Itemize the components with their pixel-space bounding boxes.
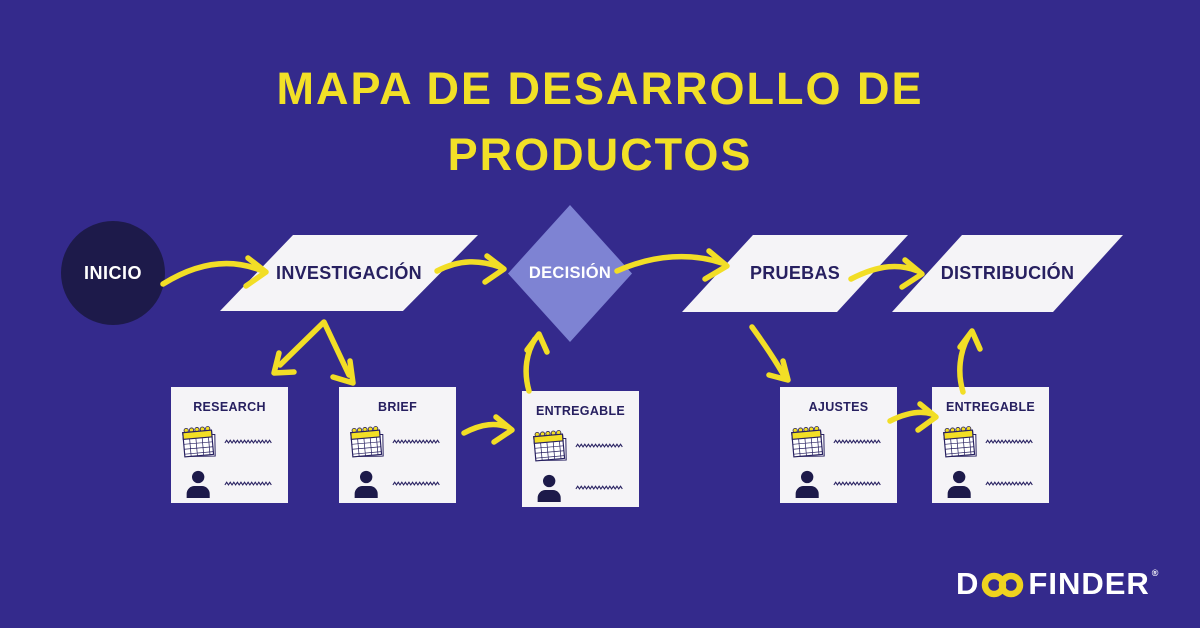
card-date-row [348,424,447,460]
calendar-icon [790,425,827,460]
scribble-line-icon [985,439,1033,444]
page-title: MAPA DE DESARROLLO DE PRODUCTOS [0,56,1200,188]
flow-node-investigacion: INVESTIGACIÓN [220,235,478,311]
card-person-row [789,470,888,498]
scribble-line-icon [575,443,623,448]
calendar-icon [349,425,386,460]
person-icon [537,474,561,502]
arrow-investigacion-research-brief [277,319,352,378]
page-title-line-1: MAPA DE DESARROLLO DE [276,63,924,114]
arrow-pruebas-ajustes [749,324,786,377]
scribble-line-icon [833,439,881,444]
card-person-row [180,470,279,498]
card-date-row [180,424,279,460]
person-icon [947,470,971,498]
card-date-row [531,428,630,464]
scribble-line-icon [985,481,1033,486]
calendar-icon [532,429,569,464]
calendar-icon [181,425,218,460]
task-card-title: RESEARCH [193,400,266,414]
doofinder-logo: D FINDER ® [956,566,1159,602]
scribble-line-icon [224,439,272,444]
arrow-brief-entregable [461,421,511,436]
task-card-title: ENTREGABLE [535,404,626,418]
arrow-inicio-investigacion [160,260,263,287]
card-person-row [348,470,447,498]
task-card-research: RESEARCH [171,387,288,503]
card-person-row [531,474,630,502]
scribble-line-icon [392,439,440,444]
task-card-entregable-2: ENTREGABLE [932,387,1049,503]
infinity-oo-icon [982,572,1024,598]
task-card-ajustes: AJUSTES [780,387,897,503]
scribble-line-icon [224,481,272,486]
scribble-line-icon [833,481,881,486]
card-date-row [941,424,1040,460]
task-card-title: AJUSTES [808,400,869,414]
flow-node-pruebas-label: PRUEBAS [749,263,841,283]
flow-node-decision: DECISIÓN [508,205,632,342]
task-card-title: BRIEF [378,400,417,414]
registered-mark: ® [1151,568,1160,578]
card-person-row [941,470,1040,498]
person-icon [186,470,210,498]
card-date-row [789,424,888,460]
flow-node-decision-label: DECISIÓN [528,264,612,282]
task-card-title: ENTREGABLE [945,400,1036,414]
task-card-entregable-1: ENTREGABLE [522,391,639,507]
flow-node-distribucion-label: DISTRIBUCIÓN [940,263,1075,283]
calendar-icon [942,425,979,460]
flow-node-pruebas: PRUEBAS [682,235,908,312]
flow-node-investigacion-label: INVESTIGACIÓN [276,262,422,283]
arrow-decision-pruebas [614,253,725,274]
flow-node-distribucion: DISTRIBUCIÓN [892,235,1123,312]
logo-letter-d: D [956,566,980,601]
page-title-line-2: PRODUCTOS [447,129,753,180]
scribble-line-icon [575,485,623,490]
arrow-entregable-distribucion [957,334,971,395]
person-icon [795,470,819,498]
person-icon [354,470,378,498]
arrow-entregable-decision [523,336,538,394]
flow-node-inicio: INICIO [61,221,165,325]
flow-node-inicio-label: INICIO [83,262,142,283]
scribble-line-icon [392,481,440,486]
task-card-brief: BRIEF [339,387,456,503]
logo-text-finder: FINDER [1028,566,1150,601]
